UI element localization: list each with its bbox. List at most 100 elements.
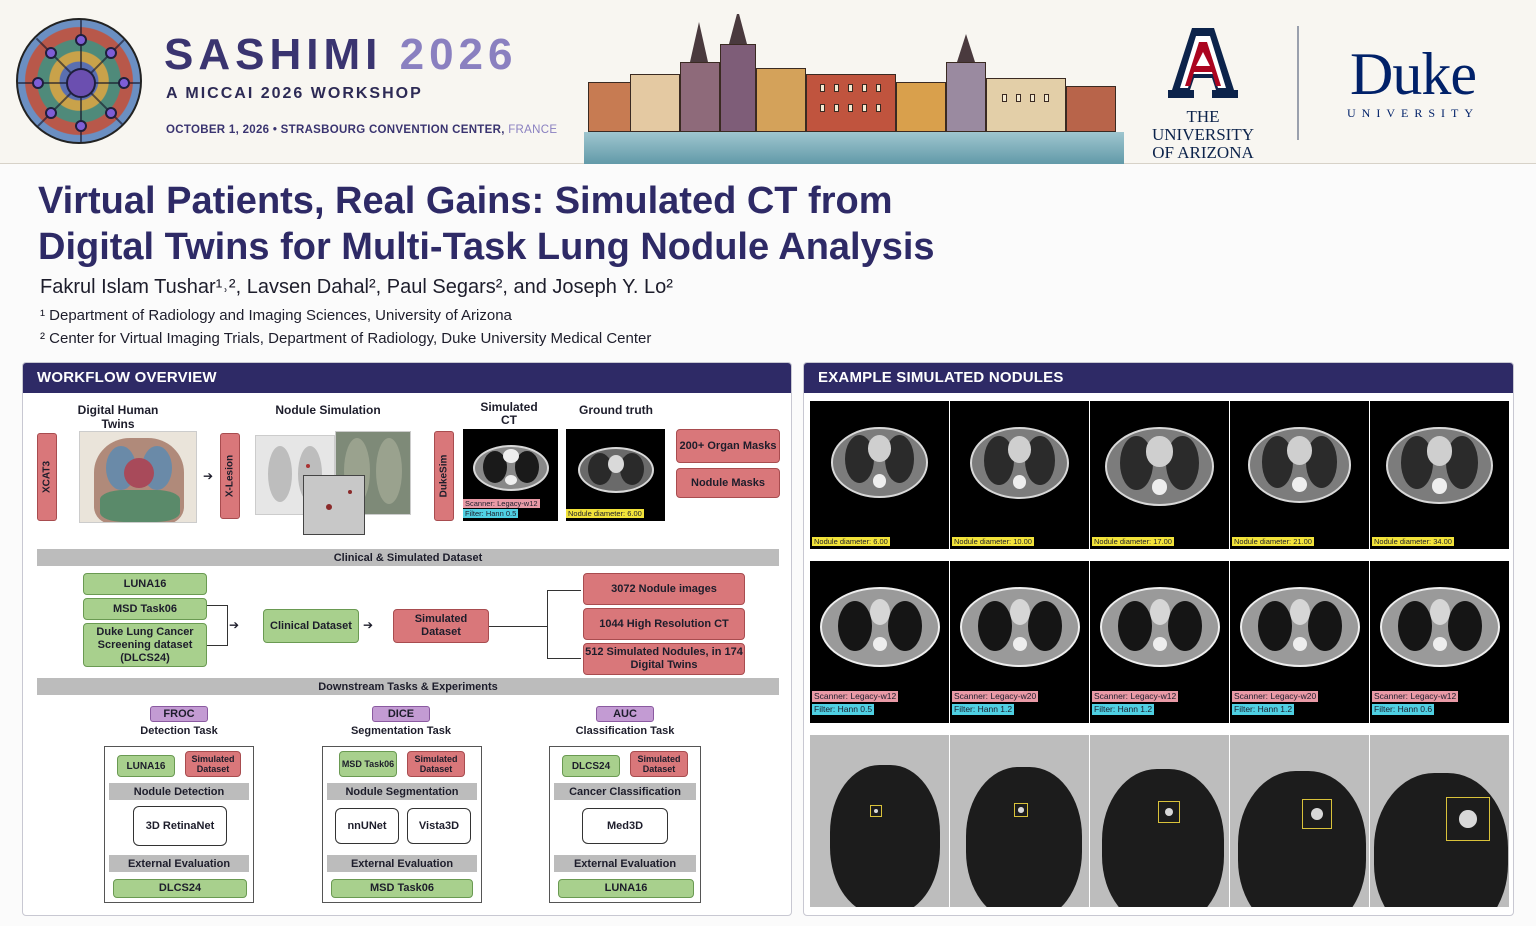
heart xyxy=(869,599,890,625)
spine xyxy=(1292,476,1307,493)
spine xyxy=(1151,479,1168,496)
ua-name-line2: OF ARIZONA xyxy=(1152,143,1254,162)
example-zoom-crop xyxy=(1090,735,1229,907)
sim-ct-scanner-tag: Scanner: Legacy-w12 xyxy=(463,499,540,508)
spine xyxy=(1432,478,1447,494)
workflow-header: WORKFLOW OVERVIEW xyxy=(23,363,791,393)
nodule-simulation-label: Nodule Simulation xyxy=(275,403,381,417)
segmentation-stage-bar: Nodule Segmentation xyxy=(327,783,477,800)
author-list: Fakrul Islam Tushar¹˒², Lavsen Dahal², P… xyxy=(40,276,673,298)
example-zoom-crop xyxy=(1370,735,1509,907)
heart xyxy=(1289,599,1310,625)
examples-panel: EXAMPLE SIMULATED NODULES Nodule diamete… xyxy=(803,362,1514,916)
affiliation-1: ¹ Department of Radiology and Imaging Sc… xyxy=(40,307,512,324)
nodule-masks-box: Nodule Masks xyxy=(676,468,780,498)
detection-eval-bar: External Evaluation xyxy=(109,855,249,872)
ground-truth-image: Nodule diameter: 6.00 xyxy=(566,429,665,521)
output-high-res-ct: 1044 High Resolution CT xyxy=(583,608,745,640)
connector-line xyxy=(547,590,581,591)
auc-metric-badge: AUC xyxy=(596,706,654,722)
right-lung xyxy=(1447,601,1482,651)
nodule xyxy=(1018,807,1024,813)
organ-masks-box: 200+ Organ Masks xyxy=(676,429,780,463)
logo-divider xyxy=(1297,26,1299,140)
sim-ct-filter-tag: Filter: Hann 0.5 xyxy=(463,509,519,518)
simulated-dataset-box: Simulated Dataset xyxy=(393,609,489,643)
duke-wordmark: Duke xyxy=(1350,41,1477,107)
arrow-icon: ➔ xyxy=(229,618,240,632)
scanner-tag: Scanner: Legacy-w12 xyxy=(1092,691,1179,702)
connector-line xyxy=(547,658,581,659)
clinical-dataset-box: Clinical Dataset xyxy=(263,609,359,643)
digital-twin-image xyxy=(79,431,197,523)
connector-line xyxy=(207,605,227,606)
downstream-section-bar: Downstream Tasks & Experiments xyxy=(37,678,779,695)
vista3d-model-box: Vista3D xyxy=(407,808,471,844)
segmentation-eval-set: MSD Task06 xyxy=(331,879,473,898)
dukesim-label: DukeSim xyxy=(438,454,450,498)
retinanet-model-box: 3D RetinaNet xyxy=(133,806,227,846)
detection-train-b: Simulated Dataset xyxy=(185,751,241,777)
nodule-zoom-image xyxy=(303,475,365,535)
nodule-diameter-tag: Nodule diameter: 21.00 xyxy=(1232,537,1314,546)
paper-title: Virtual Patients, Real Gains: Simulated … xyxy=(38,178,938,270)
river xyxy=(584,132,1124,164)
spine xyxy=(872,637,887,651)
detection-stage-bar: Nodule Detection xyxy=(109,783,249,800)
froc-metric-badge: FROC xyxy=(150,706,208,722)
output-nodule-images: 3072 Nodule images xyxy=(583,573,745,605)
heart xyxy=(867,435,892,463)
conference-name: SASHIMI xyxy=(164,30,383,79)
scanner-tag: Scanner: Legacy-w20 xyxy=(952,691,1039,702)
dukesim-box: DukeSim xyxy=(434,431,454,521)
example-ct-row1: Nodule diameter: 17.00 xyxy=(1090,401,1229,549)
gt-diameter-tag: Nodule diameter: 6.00 xyxy=(566,509,644,518)
simulated-ct-label: Simulated CT xyxy=(480,400,538,427)
segmentation-task-label: Segmentation Task xyxy=(350,725,452,737)
source-luna16: LUNA16 xyxy=(83,573,207,595)
detection-task-frame: LUNA16 Simulated Dataset Nodule Detectio… xyxy=(104,746,254,903)
title-line-1: Virtual Patients, Real Gains: Simulated … xyxy=(38,180,893,222)
heart xyxy=(1007,435,1032,464)
ground-truth-label: Ground truth xyxy=(579,403,653,417)
detection-eval-set: DLCS24 xyxy=(113,879,247,898)
segmentation-task-frame: MSD Task06 Simulated Dataset Nodule Segm… xyxy=(322,746,482,903)
filter-tag: Filter: Hann 0.5 xyxy=(812,704,875,715)
example-zoom-crop xyxy=(810,735,949,907)
workflow-panel: WORKFLOW OVERVIEW Digital Human Twins No… xyxy=(22,362,792,916)
conference-title: SASHIMI 2026 xyxy=(164,30,517,80)
nodule-roi-box xyxy=(1446,797,1490,841)
date-location-text: OCTOBER 1, 2026 • STRASBOURG CONVENTION … xyxy=(166,124,505,136)
example-ct-row1: Nodule diameter: 21.00 xyxy=(1230,401,1369,549)
nodule xyxy=(1459,810,1477,828)
arizona-a-icon xyxy=(1168,28,1238,98)
digital-twins-label: Digital Human Twins xyxy=(77,403,159,431)
heart xyxy=(1146,436,1173,467)
detection-task-label: Detection Task xyxy=(140,725,218,737)
nodule-diameter-tag: Nodule diameter: 6.00 xyxy=(812,537,890,546)
lung-region xyxy=(830,765,940,907)
right-lung xyxy=(1027,601,1062,651)
dataset-section-bar: Clinical & Simulated Dataset xyxy=(37,549,779,566)
strasbourg-illustration xyxy=(584,14,1124,164)
spine xyxy=(1152,637,1167,651)
example-ct-row1: Nodule diameter: 10.00 xyxy=(950,401,1089,549)
segmentation-train-b: Simulated Dataset xyxy=(407,751,465,777)
example-zoom-crop xyxy=(950,735,1089,907)
source-msd-task06: MSD Task06 xyxy=(83,598,207,620)
spine xyxy=(1292,637,1307,651)
duke-university-logo: Duke UNIVERSITY xyxy=(1318,44,1508,124)
xlesion-box: X-Lesion xyxy=(220,433,240,519)
xlesion-label: X-Lesion xyxy=(224,454,236,498)
filter-tag: Filter: Hann 1.2 xyxy=(1232,704,1295,715)
nodule-roi-box xyxy=(1014,803,1028,817)
spine xyxy=(872,473,887,488)
arrow-icon: ➔ xyxy=(203,469,214,483)
country-text: FRANCE xyxy=(508,124,558,136)
example-ct-row1: Nodule diameter: 6.00 xyxy=(810,401,949,549)
